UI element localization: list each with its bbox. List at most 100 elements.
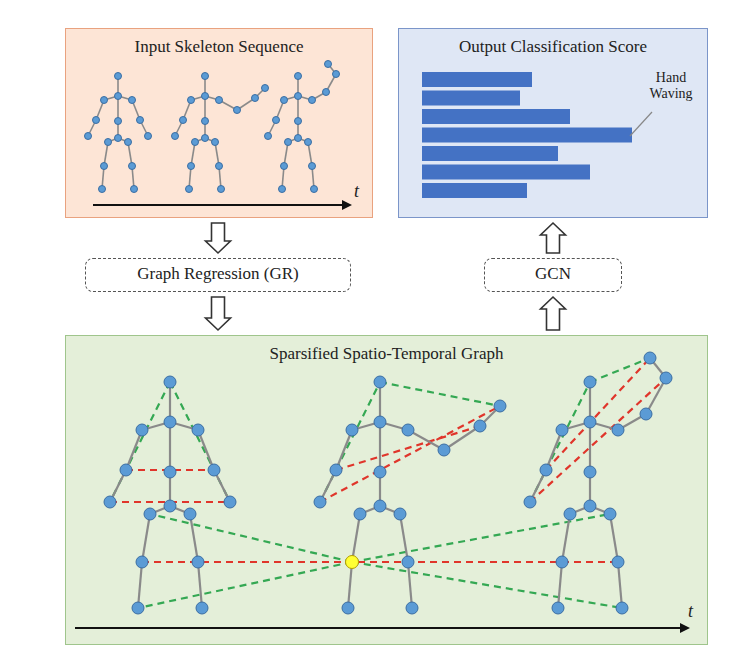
joint [660, 372, 672, 384]
center-joint [346, 556, 359, 569]
joint [354, 508, 366, 520]
joint [202, 93, 209, 100]
bone [142, 514, 150, 562]
skeleton-figure [314, 376, 506, 614]
joint [188, 97, 195, 104]
joint [374, 376, 386, 388]
joint [584, 466, 596, 478]
joint [180, 117, 187, 124]
bone [610, 514, 618, 562]
joint [584, 376, 596, 388]
joint [333, 71, 340, 78]
joint [136, 424, 148, 436]
joint [120, 464, 132, 476]
class-label-box: Hand Waving [640, 70, 702, 102]
score-bar [422, 146, 558, 161]
spatial-edge [110, 382, 170, 502]
bone [138, 562, 142, 608]
skeleton-figure [265, 61, 340, 193]
joint [540, 464, 552, 476]
time-axis-label: t [688, 601, 702, 622]
joint [131, 186, 138, 193]
joint [564, 508, 576, 520]
skeleton-figure [104, 376, 236, 614]
temporal-edge [546, 358, 650, 470]
process-box: GCN [484, 258, 622, 292]
skeleton-figure [524, 352, 672, 614]
joint [262, 85, 269, 92]
joint [252, 95, 259, 102]
joint [644, 352, 656, 364]
joint [172, 133, 179, 140]
joint [184, 508, 196, 520]
joint [192, 556, 204, 568]
spatial-edge [590, 358, 650, 382]
joint [616, 602, 628, 614]
joint [281, 97, 288, 104]
bone [198, 562, 202, 608]
time-axis-label-box: t [354, 181, 368, 202]
joint [273, 117, 280, 124]
joint [374, 466, 386, 478]
joint [202, 118, 209, 125]
joint [216, 163, 223, 170]
joint [309, 97, 316, 104]
axis-arrowhead [680, 623, 690, 633]
bone [169, 422, 171, 472]
joint [164, 500, 176, 512]
joint [524, 496, 536, 508]
process-box: Graph Regression (GR) [85, 258, 351, 292]
joint [584, 500, 596, 512]
skeleton-figure [85, 73, 152, 193]
joint [101, 163, 108, 170]
flow-arrow [206, 223, 231, 253]
joint [115, 73, 122, 80]
panel-title: Sparsified Spatio-Temporal Graph [66, 345, 707, 364]
joint [402, 424, 414, 436]
joint [295, 93, 302, 100]
score-bar [422, 109, 570, 124]
joint [374, 500, 386, 512]
joint [305, 139, 312, 146]
spatial-edge [138, 562, 352, 608]
joint [99, 186, 106, 193]
joint [314, 496, 326, 508]
score-bar [422, 165, 590, 180]
spatial-edge [150, 514, 352, 562]
box-label: GCN [485, 265, 621, 284]
joint [640, 408, 652, 420]
joint [125, 139, 132, 146]
joint [330, 464, 342, 476]
joint [295, 118, 302, 125]
joint [265, 133, 272, 140]
score-bar [422, 183, 527, 198]
skeleton-figure [172, 73, 269, 193]
joint [325, 61, 332, 68]
spatial-edge [320, 382, 380, 502]
joint [115, 118, 122, 125]
joint [234, 107, 241, 114]
joint [216, 97, 223, 104]
bone [558, 562, 562, 608]
joint [346, 424, 358, 436]
spatial-edge [380, 382, 500, 406]
leader-line [630, 112, 652, 136]
score-bar [422, 128, 632, 143]
joint [93, 117, 100, 124]
joint [612, 424, 624, 436]
joint [137, 117, 144, 124]
bone [562, 514, 570, 562]
joint [279, 186, 286, 193]
joint [612, 556, 624, 568]
joint [145, 133, 152, 140]
joint [342, 602, 354, 614]
score-bar [422, 72, 532, 87]
flow-arrow [541, 297, 566, 330]
graph-edges [110, 358, 666, 608]
joint [136, 556, 148, 568]
joint [202, 135, 209, 142]
joint [164, 416, 176, 428]
bone [400, 514, 408, 562]
